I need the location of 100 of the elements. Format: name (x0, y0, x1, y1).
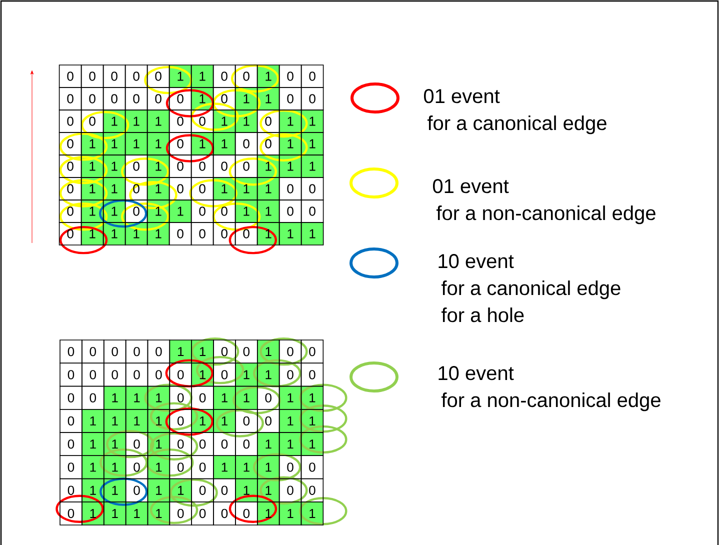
table-cell: 1 (169, 340, 192, 364)
legend-text: 01 event for a canonical edge (424, 89, 606, 134)
table-cell: 0 (212, 87, 236, 110)
table-cell: 0 (58, 154, 82, 178)
table-cell: 1 (124, 132, 148, 156)
table-cell: 0 (168, 154, 192, 178)
table-cell: 0 (103, 362, 126, 387)
table-cell: 0 (190, 154, 214, 178)
table-cell: 1 (212, 177, 236, 200)
table-cell: 1 (169, 478, 192, 502)
table-cell: 0 (256, 132, 280, 156)
table-cell: 0 (60, 478, 82, 502)
table-cell: 1 (80, 222, 104, 246)
table-cell: 0 (60, 386, 82, 410)
table-cell: 1 (234, 87, 258, 110)
table-cell: 0 (168, 222, 192, 246)
table-cell: 1 (278, 408, 302, 433)
table-cell: 1 (80, 132, 104, 156)
table-cell: 0 (60, 502, 82, 526)
table-cell: 0 (300, 362, 324, 387)
table-cell: 1 (256, 64, 280, 88)
table-cell: 1 (125, 502, 148, 526)
table-cell: 0 (168, 110, 192, 133)
table-cell: 1 (103, 408, 126, 433)
table-cell: 0 (235, 408, 258, 433)
table-cell: 1 (213, 386, 236, 410)
table-cell: 1 (147, 432, 170, 456)
table-cell: 1 (80, 177, 104, 200)
table-cell: 0 (213, 432, 236, 456)
table-cell: 0 (278, 455, 302, 480)
table-cell: 1 (82, 502, 104, 526)
table-cell: 1 (190, 132, 214, 156)
table-cell: 0 (300, 200, 324, 223)
table-cell: 1 (146, 154, 170, 178)
table-cell: 1 (235, 455, 258, 480)
table-cell: 1 (102, 177, 126, 200)
table-cell: 0 (82, 340, 104, 364)
table-cell: 0 (278, 362, 302, 387)
table-cell: 1 (146, 132, 170, 156)
table-cell: 1 (235, 478, 258, 502)
table-cell: 1 (256, 362, 280, 387)
table-cell: 0 (58, 87, 82, 110)
table-cell: 0 (124, 87, 148, 110)
table-cell: 1 (256, 478, 280, 502)
table-cell: 1 (147, 455, 170, 480)
table-cell: 0 (191, 478, 214, 502)
table-cell: 1 (190, 64, 214, 88)
table-cell: 0 (125, 362, 148, 387)
table-cell: 1 (147, 478, 170, 502)
table-cell: 1 (256, 177, 280, 200)
table-cell: 0 (213, 362, 236, 387)
table-cell: 1 (234, 200, 258, 223)
table-cell: 0 (190, 200, 214, 223)
table-cell: 1 (168, 64, 192, 88)
table-cell: 0 (190, 222, 214, 246)
table-cell: 0 (234, 132, 258, 156)
table-cell: 1 (125, 386, 148, 410)
legend-text: 10 event for a non-canonical edge (438, 366, 660, 412)
table-cell: 0 (58, 222, 82, 246)
table-cell: 0 (125, 455, 148, 480)
table-cell: 1 (147, 408, 170, 433)
table-cell: 1 (278, 222, 302, 246)
table-cell: 1 (190, 87, 214, 110)
table-cell: 0 (191, 386, 214, 410)
table-cell: 0 (235, 340, 258, 364)
table-cell: 1 (300, 132, 324, 156)
table-cell: 0 (60, 340, 82, 364)
table-cell: 0 (102, 64, 126, 88)
table-cell: 1 (103, 432, 126, 456)
table-cell: 0 (169, 455, 192, 480)
table-cell: 1 (256, 222, 280, 246)
table-cell: 0 (80, 64, 104, 88)
legend-text: 01 event for a non-canonical edge (433, 179, 656, 224)
table-cell: 1 (256, 340, 280, 364)
table-cell: 1 (300, 408, 324, 433)
table-cell: 0 (168, 132, 192, 156)
table-cell: 1 (80, 200, 104, 223)
table-cell: 0 (190, 110, 214, 133)
table-cell: 0 (58, 200, 82, 223)
table-cell: 0 (213, 340, 236, 364)
table-cell: 0 (125, 340, 148, 364)
table-cell: 0 (58, 132, 82, 156)
table-cell: 0 (190, 177, 214, 200)
table-cell: 1 (191, 362, 214, 387)
table-cell: 0 (58, 110, 82, 133)
table-cell: 1 (103, 386, 126, 410)
table-cell: 0 (125, 432, 148, 456)
table-cell: 1 (82, 455, 104, 480)
table-cell: 1 (235, 362, 258, 387)
table-cell: 0 (80, 87, 104, 110)
table-cell: 0 (212, 200, 236, 223)
table-cell: 0 (124, 200, 148, 223)
table-cell: 0 (300, 87, 324, 110)
table-cell: 0 (103, 340, 126, 364)
table-cell: 1 (300, 110, 324, 133)
table-cell: 1 (300, 154, 324, 178)
table-cell: 1 (278, 502, 302, 526)
table-cell: 0 (278, 177, 302, 200)
table-cell: 0 (256, 408, 280, 433)
table-cell: 0 (80, 110, 104, 133)
